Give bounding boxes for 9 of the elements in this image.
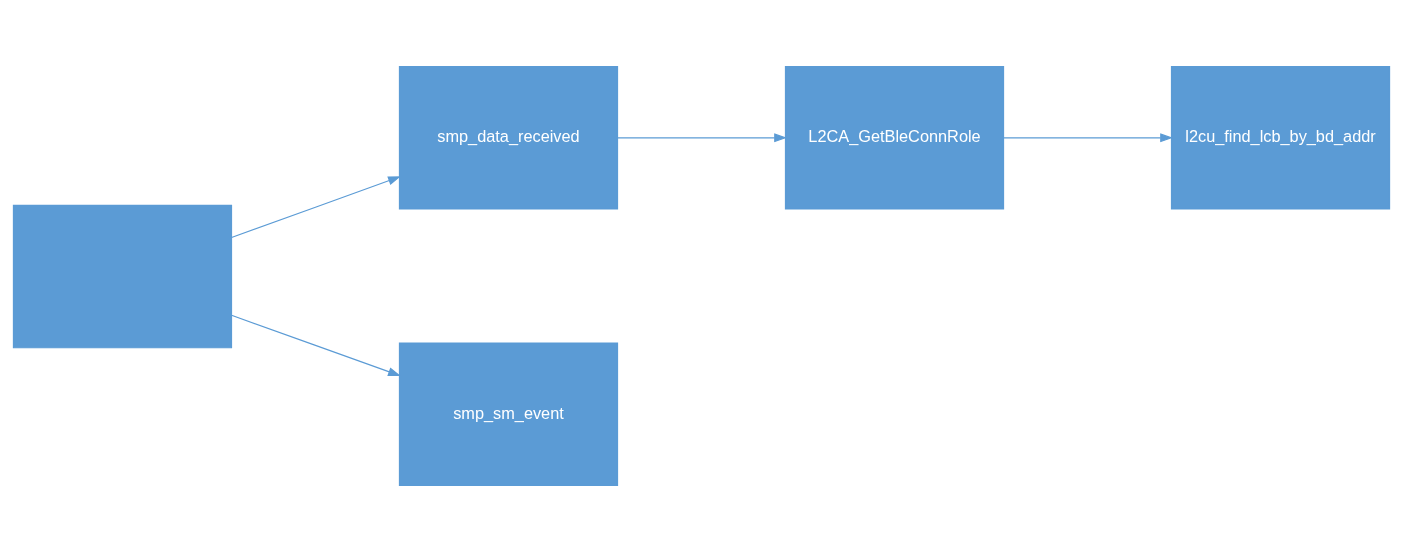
node-box: smp_sm_event	[398, 341, 619, 486]
node-box: l2cu_find_lcb_by_bd_addr	[1170, 65, 1391, 210]
node-box: L2CA_GetBleConnRole	[784, 65, 1005, 210]
arrow	[230, 175, 401, 238]
arrow	[1003, 132, 1174, 142]
arrow	[616, 132, 788, 142]
node-box	[12, 204, 233, 348]
arrow	[230, 314, 401, 376]
node-box: smp_data_received	[398, 65, 619, 210]
